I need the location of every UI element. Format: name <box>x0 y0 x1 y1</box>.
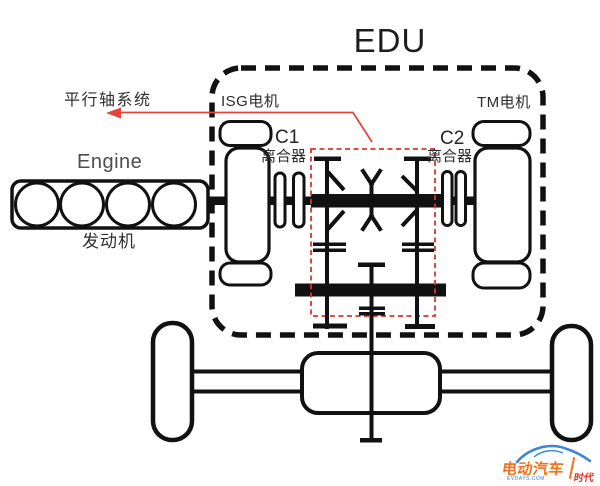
axle-left-lower <box>190 389 304 394</box>
primary-gear-shaft <box>311 194 442 208</box>
watermark-car-icon <box>515 444 592 464</box>
cylinder-2 <box>59 181 105 228</box>
watermark: 电动汽车 时代 EVDAYS.COM <box>498 443 598 485</box>
gear-left <box>313 156 347 329</box>
isg-motor-body <box>224 146 271 264</box>
tm-motor-label: TM电机 <box>477 94 531 111</box>
c1-clutch-plate-right <box>292 171 306 229</box>
synchronizer <box>360 168 383 232</box>
cylinder-3 <box>105 181 151 228</box>
watermark-site-text: EVDAYS.COM <box>507 476 545 482</box>
parallel-shaft-system-label: 平行轴系统 <box>64 92 152 109</box>
c1-clutch-label: 离合器 <box>261 148 307 165</box>
cylinder-1 <box>14 181 60 228</box>
tm-motor-stator-bottom <box>471 261 532 290</box>
isg-motor-stator-bottom <box>218 261 273 287</box>
parallel-shaft-arrow <box>106 107 373 143</box>
engine-block <box>10 179 210 230</box>
tm-motor-stator-top <box>471 120 532 147</box>
axle-left-upper <box>190 369 304 374</box>
c2-clutch-plate-left <box>441 170 454 227</box>
axle-right-upper <box>438 369 554 374</box>
watermark-suffix-text: 时代 <box>572 473 595 484</box>
wheel-right <box>549 323 594 443</box>
arrow-left-head-icon <box>106 107 121 119</box>
edu-title: EDU <box>353 22 427 59</box>
output-gear-shaft <box>358 262 385 443</box>
c2-clutch-plate-right <box>454 170 467 227</box>
c1-label: C1 <box>275 127 300 148</box>
c2-clutch-label: 离合器 <box>427 148 473 165</box>
isg-motor-stator-top <box>218 120 273 147</box>
engine-label-cn: 发动机 <box>82 232 136 251</box>
c2-label: C2 <box>440 128 465 149</box>
engine-label-en: Engine <box>77 151 143 173</box>
axle-right-lower <box>438 389 554 394</box>
edu-boundary-box <box>209 65 546 338</box>
tm-motor-body <box>473 146 532 264</box>
isg-motor-label: ISG电机 <box>221 93 280 110</box>
gear-right <box>400 156 435 329</box>
cylinder-4 <box>151 181 197 228</box>
wheel-left <box>150 320 195 443</box>
c1-clutch-plate-left <box>273 171 287 229</box>
